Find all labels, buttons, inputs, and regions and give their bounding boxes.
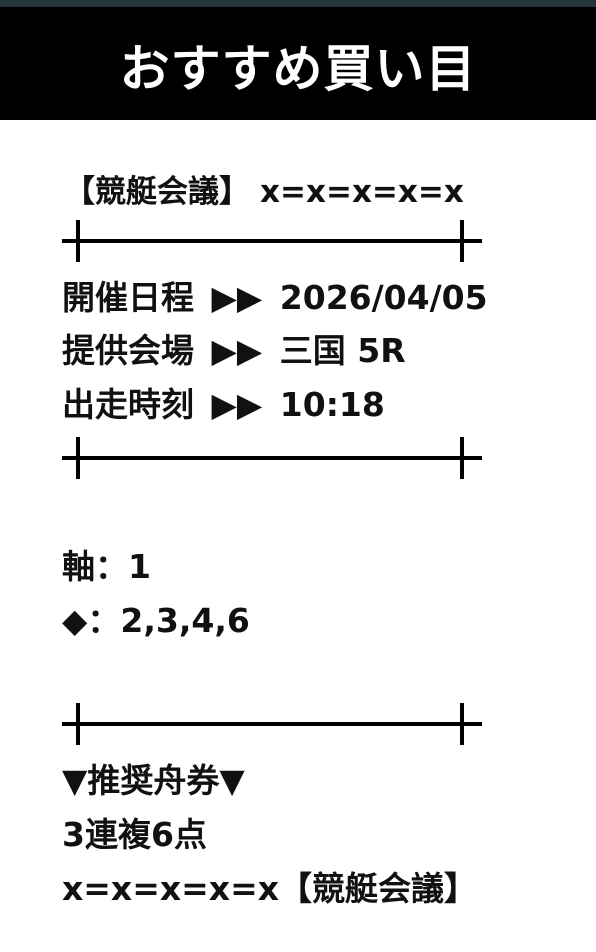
race-date-row: 開催日程 ▶▶ 2026/04/05 [62, 278, 488, 318]
race-time-value: 10:18 [279, 385, 385, 424]
bet-type: 3連複6点 [62, 815, 207, 854]
source-line: 【競艇会議】 x=x=x=x=x [64, 172, 464, 212]
race-venue-label: 提供会場 [62, 331, 194, 370]
race-venue-value: 三国 5R [279, 331, 406, 370]
race-date-value: 2026/04/05 [279, 278, 488, 317]
footer-line: x=x=x=x=x【競艇会議】 [62, 869, 477, 909]
race-venue-row: 提供会場 ▶▶ 三国 5R [62, 331, 406, 371]
partner-value: 2,3,4,6 [120, 601, 250, 640]
source-tail: x=x=x=x=x [260, 174, 464, 210]
source-bracket: 【競艇会議】 [64, 174, 250, 210]
axis-pick-row: 軸：1 [62, 547, 151, 587]
divider-bottom [62, 703, 484, 745]
arrow-icon: ▶▶ [211, 385, 263, 424]
divider-middle [62, 437, 484, 479]
axis-label: 軸： [62, 547, 128, 586]
axis-value: 1 [128, 547, 151, 586]
status-bar [0, 0, 596, 7]
partner-pick-row: ◆：2,3,4,6 [62, 601, 250, 641]
recommend-heading: ▼推奨舟券▼ [62, 761, 245, 800]
race-date-label: 開催日程 [62, 278, 194, 317]
footer-tail: x=x=x=x=x [62, 869, 280, 908]
header-banner: おすすめ買い目 [0, 7, 596, 120]
page-title: おすすめ買い目 [119, 39, 477, 98]
arrow-icon: ▶▶ [211, 331, 263, 370]
footer-bracket: 【競艇会議】 [279, 869, 478, 908]
arrow-icon: ▶▶ [211, 278, 263, 317]
divider-top [62, 220, 484, 262]
partner-label: ◆： [62, 601, 121, 640]
race-time-row: 出走時刻 ▶▶ 10:18 [62, 385, 385, 425]
race-time-label: 出走時刻 [62, 385, 194, 424]
